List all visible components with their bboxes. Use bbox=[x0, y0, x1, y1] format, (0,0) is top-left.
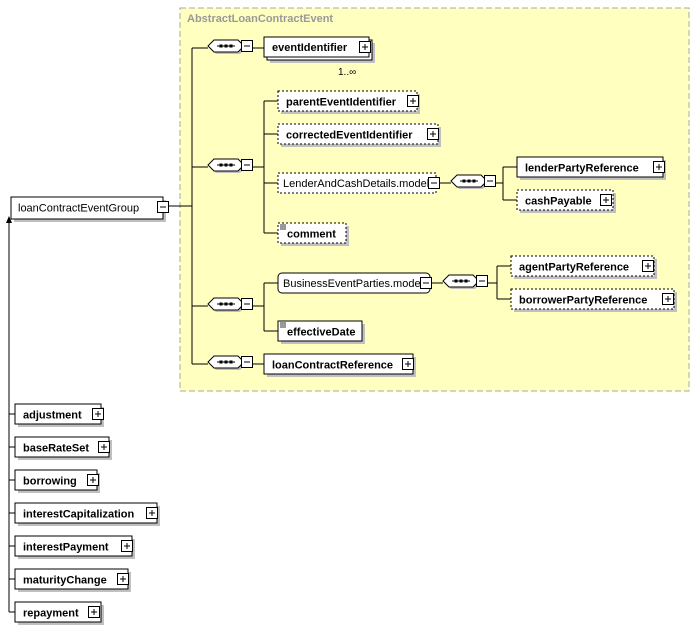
root-element-label: loanContractEventGroup bbox=[18, 203, 139, 215]
collapse-icon[interactable] bbox=[484, 175, 496, 187]
element-label: borrowerPartyReference bbox=[519, 295, 647, 307]
expand-icon[interactable] bbox=[600, 194, 612, 206]
expand-icon[interactable] bbox=[359, 41, 371, 53]
sequence-icon bbox=[451, 279, 471, 283]
element-effective-date[interactable]: effectiveDate bbox=[277, 320, 365, 344]
expand-icon[interactable] bbox=[121, 540, 133, 552]
element-borrower-party-reference[interactable]: borrowerPartyReference bbox=[510, 288, 677, 312]
abstract-group-title: AbstractLoanContractEvent bbox=[187, 13, 333, 25]
derived-type-label: maturityChange bbox=[23, 575, 107, 587]
derived-type-label: repayment bbox=[23, 608, 79, 620]
derived-type-interest-capitalization[interactable]: interestCapitalization bbox=[14, 502, 160, 526]
element-agent-party-reference[interactable]: agentPartyReference bbox=[510, 255, 657, 279]
collapse-icon[interactable] bbox=[157, 201, 169, 213]
element-corrected-event-identifier[interactable]: correctedEventIdentifier bbox=[277, 123, 441, 147]
collapse-icon[interactable] bbox=[241, 356, 253, 368]
collapse-icon[interactable] bbox=[476, 275, 488, 287]
derived-type-label: borrowing bbox=[23, 476, 77, 488]
derivation-arrow-icon bbox=[6, 216, 12, 223]
sequence-compositor[interactable] bbox=[207, 39, 253, 54]
derived-type-label: adjustment bbox=[23, 410, 82, 422]
derived-type-label: interestCapitalization bbox=[23, 509, 135, 521]
sequence-compositor[interactable] bbox=[207, 297, 253, 312]
sequence-icon bbox=[216, 44, 236, 48]
derived-type-label: interestPayment bbox=[23, 542, 109, 554]
element-label: correctedEventIdentifier bbox=[286, 130, 413, 142]
expand-icon[interactable] bbox=[402, 358, 414, 370]
element-comment[interactable]: comment bbox=[277, 222, 349, 246]
group-lender-and-cash-details[interactable]: LenderAndCashDetails.model bbox=[277, 172, 440, 194]
derived-type-label: baseRateSet bbox=[23, 443, 89, 455]
collapse-icon[interactable] bbox=[420, 277, 432, 289]
sequence-compositor[interactable] bbox=[207, 158, 253, 173]
element-cash-payable[interactable]: cashPayable bbox=[516, 189, 616, 213]
derived-type-base-rate-set[interactable]: baseRateSet bbox=[14, 436, 112, 460]
expand-icon[interactable] bbox=[87, 474, 99, 486]
expand-icon[interactable] bbox=[427, 128, 439, 140]
derived-type-maturity-change[interactable]: maturityChange bbox=[14, 568, 131, 592]
cardinality-label: 1..∞ bbox=[338, 67, 356, 78]
expand-icon[interactable] bbox=[662, 293, 674, 305]
group-label: BusinessEventParties.model bbox=[283, 278, 423, 290]
sequence-compositor[interactable] bbox=[442, 274, 488, 289]
sequence-icon bbox=[216, 302, 236, 306]
derived-type-interest-payment[interactable]: interestPayment bbox=[14, 535, 135, 559]
expand-icon[interactable] bbox=[642, 260, 654, 272]
element-label: agentPartyReference bbox=[519, 262, 629, 274]
element-label: lenderPartyReference bbox=[525, 163, 639, 175]
root-element[interactable]: loanContractEventGroup bbox=[10, 196, 169, 222]
element-label: parentEventIdentifier bbox=[286, 97, 397, 109]
collapse-icon[interactable] bbox=[241, 159, 253, 171]
expand-icon[interactable] bbox=[92, 408, 104, 420]
element-lender-party-reference[interactable]: lenderPartyReference bbox=[516, 156, 666, 180]
derived-type-repayment[interactable]: repayment bbox=[14, 601, 104, 625]
element-loan-contract-reference[interactable]: loanContractReference bbox=[263, 353, 416, 377]
sequence-compositor[interactable] bbox=[207, 355, 253, 370]
sequence-compositor[interactable] bbox=[450, 174, 496, 189]
expand-icon[interactable] bbox=[98, 441, 110, 453]
expand-icon[interactable] bbox=[146, 507, 158, 519]
sequence-icon bbox=[216, 163, 236, 167]
derived-type-borrowing[interactable]: borrowing bbox=[14, 469, 100, 493]
expand-icon[interactable] bbox=[88, 606, 100, 618]
element-label: loanContractReference bbox=[272, 360, 393, 372]
expand-icon[interactable] bbox=[117, 573, 129, 585]
collapse-icon[interactable] bbox=[241, 298, 253, 310]
element-event-identifier[interactable]: eventIdentifier bbox=[263, 36, 375, 63]
element-label: effectiveDate bbox=[287, 327, 355, 339]
group-business-event-parties[interactable]: BusinessEventParties.model bbox=[277, 272, 432, 294]
derived-type-adjustment[interactable]: adjustment bbox=[14, 403, 104, 427]
expand-icon[interactable] bbox=[407, 95, 419, 107]
expand-icon[interactable] bbox=[653, 161, 665, 173]
sequence-icon bbox=[459, 179, 479, 183]
sequence-icon bbox=[216, 360, 236, 364]
element-label: eventIdentifier bbox=[272, 42, 348, 54]
collapse-icon[interactable] bbox=[241, 40, 253, 52]
collapse-icon[interactable] bbox=[428, 177, 440, 189]
connector-lines bbox=[8, 47, 517, 613]
element-label: comment bbox=[287, 229, 336, 241]
element-label: cashPayable bbox=[525, 196, 592, 208]
element-parent-event-identifier[interactable]: parentEventIdentifier bbox=[277, 90, 420, 114]
group-label: LenderAndCashDetails.model bbox=[283, 178, 429, 190]
